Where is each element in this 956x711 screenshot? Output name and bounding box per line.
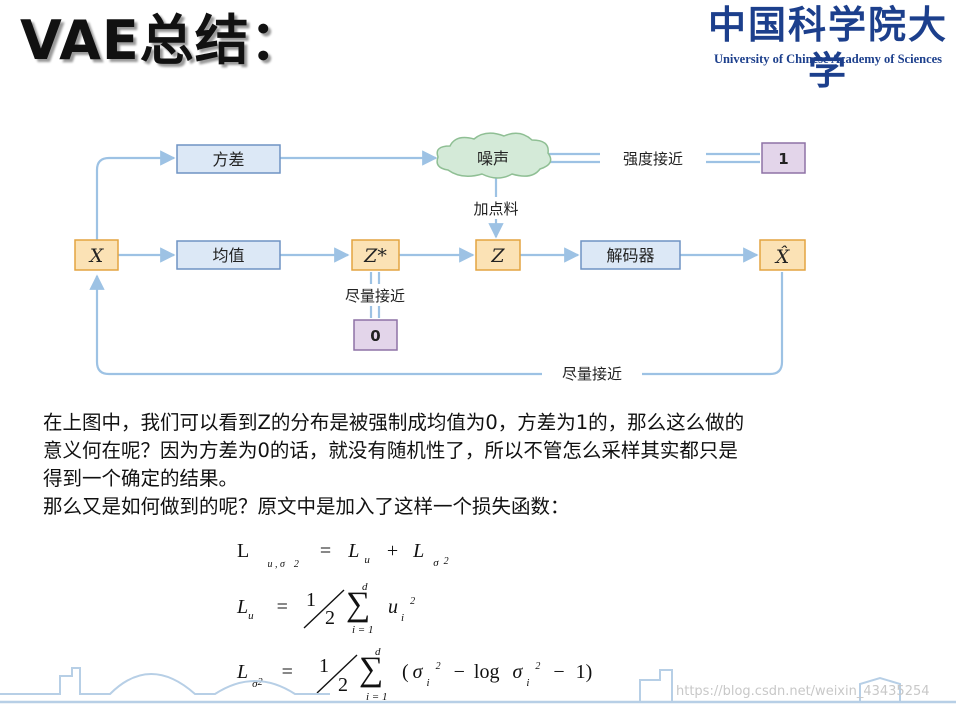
paragraph-line: 在上图中，我们可以看到Z的分布是被强制成均值为0，方差为1的，那么这么做的 [43, 411, 745, 434]
paragraph-line: 意义何在呢？因为方差为0的话，就没有随机性了，所以不管怎么采样其实都只是 [43, 439, 738, 462]
edge-x-to-variance [95, 150, 176, 240]
paragraph-line: 得到一个确定的结果。 [43, 467, 239, 490]
formula-subscript: u [364, 554, 370, 566]
formula-symbol: σ [412, 661, 423, 683]
summation-sign: ∑ [346, 586, 371, 623]
edge-xhat-to-x [89, 272, 784, 376]
slide-title: VAE总结： [20, 9, 305, 72]
formula-log: log [473, 661, 500, 683]
formula-paren: ( [402, 661, 409, 683]
formula-total-loss: L u , σ 2 = L u + L σ 2 [237, 540, 449, 570]
formula-symbol: L [237, 596, 249, 618]
formula-superscript: 2 [535, 661, 541, 672]
node-zero-label: 0 [370, 327, 380, 345]
node-xhat: X̂ [759, 239, 806, 271]
formula-superscript: 2 [410, 596, 416, 607]
fraction-denominator: 2 [325, 607, 335, 629]
node-zstar: Z* [351, 239, 400, 271]
label-add-material: 加点料 [473, 200, 518, 218]
formula-subscript: i [526, 677, 530, 689]
formula-subscript: u , σ [267, 559, 285, 570]
formula-operator: − [453, 661, 465, 683]
formula-superscript: 2 [293, 559, 299, 570]
node-z: Z [475, 239, 521, 271]
node-one-label: 1 [778, 150, 788, 168]
node-x: X [74, 239, 119, 271]
node-xhat-label: X̂ [774, 246, 791, 268]
node-zstar-label: Z* [363, 245, 387, 267]
node-mean-label: 均值 [212, 246, 244, 265]
node-zero: 0 [353, 319, 398, 351]
formula-operator: = [319, 540, 332, 562]
node-decoder: 解码器 [580, 240, 681, 270]
vae-diagram: 方差 噪声 1 X 均值 Z* Z 解码器 X̂ 0 强度接近 加点料 尽量接近 [74, 132, 806, 383]
node-noise: 噪声 [436, 132, 552, 179]
body-text: 在上图中，我们可以看到Z的分布是被强制成均值为0，方差为1的，那么这么做的 意义… [43, 409, 943, 521]
formula-subscript: i [401, 612, 405, 624]
formula-superscript: 2 [257, 677, 263, 688]
fraction-numerator: 1 [319, 655, 329, 677]
logo-english-name: University of Chinese Academy of Science… [713, 52, 943, 66]
label-close-zero: 尽量接近 [345, 287, 405, 305]
label-close-bottom: 尽量接近 [562, 365, 622, 383]
fraction-denominator: 2 [338, 674, 348, 696]
node-decoder-label: 解码器 [606, 246, 654, 265]
formula-superscript: 2 [443, 556, 449, 567]
formula-symbol: L [413, 540, 425, 562]
logo-chinese-name: 中国科学院大学 [707, 2, 948, 93]
formula-subscript: i [426, 677, 430, 689]
node-x-label: X [88, 245, 105, 267]
node-noise-label: 噪声 [477, 149, 509, 168]
label-strength-close: 强度接近 [623, 150, 683, 168]
cloud-icon [436, 132, 552, 179]
formula-superscript: 2 [435, 661, 441, 672]
university-logo: 中国科学院大学 University of Chinese Academy of… [700, 0, 956, 93]
node-variance-label: 方差 [212, 150, 244, 169]
summation-upper: d [375, 646, 381, 658]
summation-upper: d [362, 581, 368, 593]
watermark: https://blog.csdn.net/weixin_43435254 [676, 684, 930, 699]
formula-subscript: u [248, 610, 254, 622]
fraction-slash [303, 589, 345, 629]
formula-operator: − [553, 661, 565, 683]
node-mean: 均值 [176, 240, 281, 270]
node-one: 1 [761, 142, 806, 174]
formula-number: 1 [575, 661, 586, 683]
formula-operator: = [281, 661, 293, 683]
formula-symbol: L [348, 540, 360, 562]
summation-lower: i = 1 [352, 624, 374, 636]
paragraph-line: 那么又是如何做到的呢？原文中是加入了这样一个损失函数： [43, 495, 570, 518]
formula-operator: + [386, 540, 399, 562]
formula-symbol: L [237, 540, 249, 562]
fraction-slash [316, 654, 358, 694]
formula-operator: = [276, 596, 288, 618]
formula-symbol: σ [512, 661, 523, 683]
formula-symbol: u [388, 596, 398, 618]
node-z-label: Z [490, 245, 505, 267]
formula-subscript: σ [252, 678, 258, 690]
formula-subscript: σ [433, 557, 439, 569]
skyline-decoration [0, 667, 956, 704]
summation-sign: ∑ [359, 651, 384, 688]
formula-symbol: L [237, 661, 249, 683]
formula-paren: ) [585, 661, 593, 683]
summation-lower: i = 1 [366, 691, 388, 703]
fraction-numerator: 1 [306, 589, 316, 611]
node-variance: 方差 [176, 144, 281, 174]
